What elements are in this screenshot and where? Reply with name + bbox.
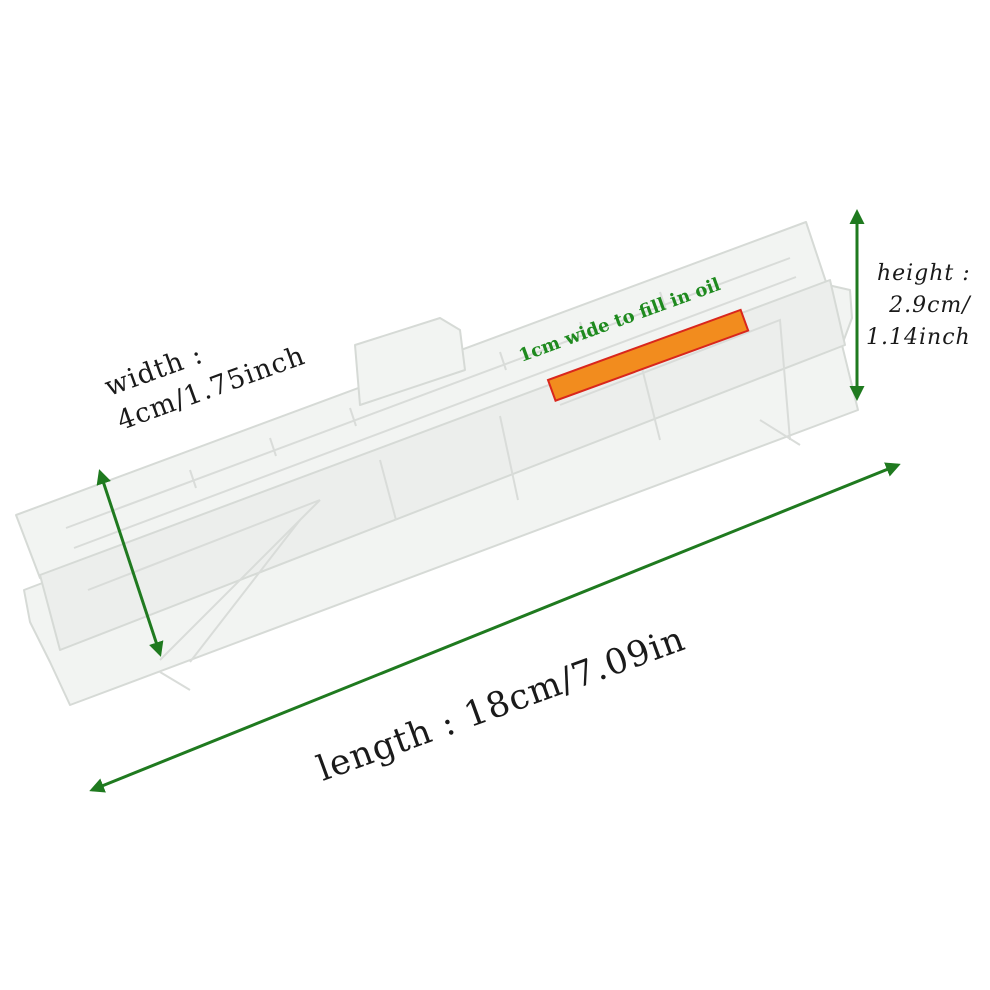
oil-fill-strip xyxy=(546,308,750,402)
height-label: height : 2.9cm/1.14inch xyxy=(866,258,971,354)
height-inch: 1.14inch xyxy=(866,325,971,350)
height-title: height : xyxy=(876,261,971,286)
height-cm: 2.9cm/ xyxy=(889,293,971,318)
length-arrow-icon xyxy=(89,462,901,793)
plastic-tray-part xyxy=(15,221,859,706)
